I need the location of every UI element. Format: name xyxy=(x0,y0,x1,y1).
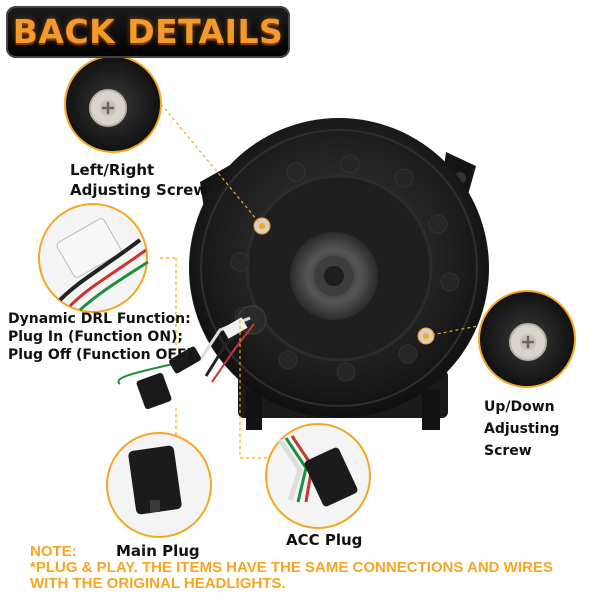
zoom-acc-plug xyxy=(265,423,371,529)
label-left-right-line1: Left/Right xyxy=(70,161,155,179)
housing-bosses xyxy=(230,154,460,382)
zoom-up-down-screw xyxy=(478,290,576,388)
label-main-plug-text: Main Plug xyxy=(116,542,200,560)
label-left-right-screw: Left/Right Adjusting Screw xyxy=(70,160,207,200)
zoom-left-right-screw xyxy=(64,55,162,153)
label-up-down-line1: Up/Down xyxy=(484,399,555,415)
note-block: NOTE: *PLUG & PLAY. THE ITEMS HAVE THE S… xyxy=(30,544,590,592)
leader-lines xyxy=(160,103,479,500)
label-main-plug: Main Plug xyxy=(116,541,200,561)
note-line2: WITH THE ORIGINAL HEADLIGHTS. xyxy=(30,575,286,592)
label-drl-function: Dynamic DRL Function: Plug In (Function … xyxy=(8,310,193,364)
zoom-main-plug xyxy=(106,432,212,538)
title-banner: BACK DETAILS xyxy=(6,6,290,58)
label-up-down-line2: Adjusting Screw xyxy=(484,421,560,459)
label-acc-plug: ACC Plug xyxy=(286,530,362,550)
label-drl-line3: Plug Off (Function OFF) xyxy=(8,347,193,363)
note-line1: *PLUG & PLAY. THE ITEMS HAVE THE SAME CO… xyxy=(30,559,553,576)
label-left-right-line2: Adjusting Screw xyxy=(70,181,208,199)
label-drl-line2: Plug In (Function ON); xyxy=(8,329,184,345)
label-drl-line1: Dynamic DRL Function: xyxy=(8,311,191,327)
note-heading: NOTE: xyxy=(30,543,77,560)
zoom-drl-plug xyxy=(38,203,149,313)
label-acc-plug-text: ACC Plug xyxy=(286,531,363,549)
page-title: BACK DETAILS xyxy=(12,12,284,51)
label-up-down-screw: Up/Down Adjusting Screw xyxy=(484,396,600,462)
